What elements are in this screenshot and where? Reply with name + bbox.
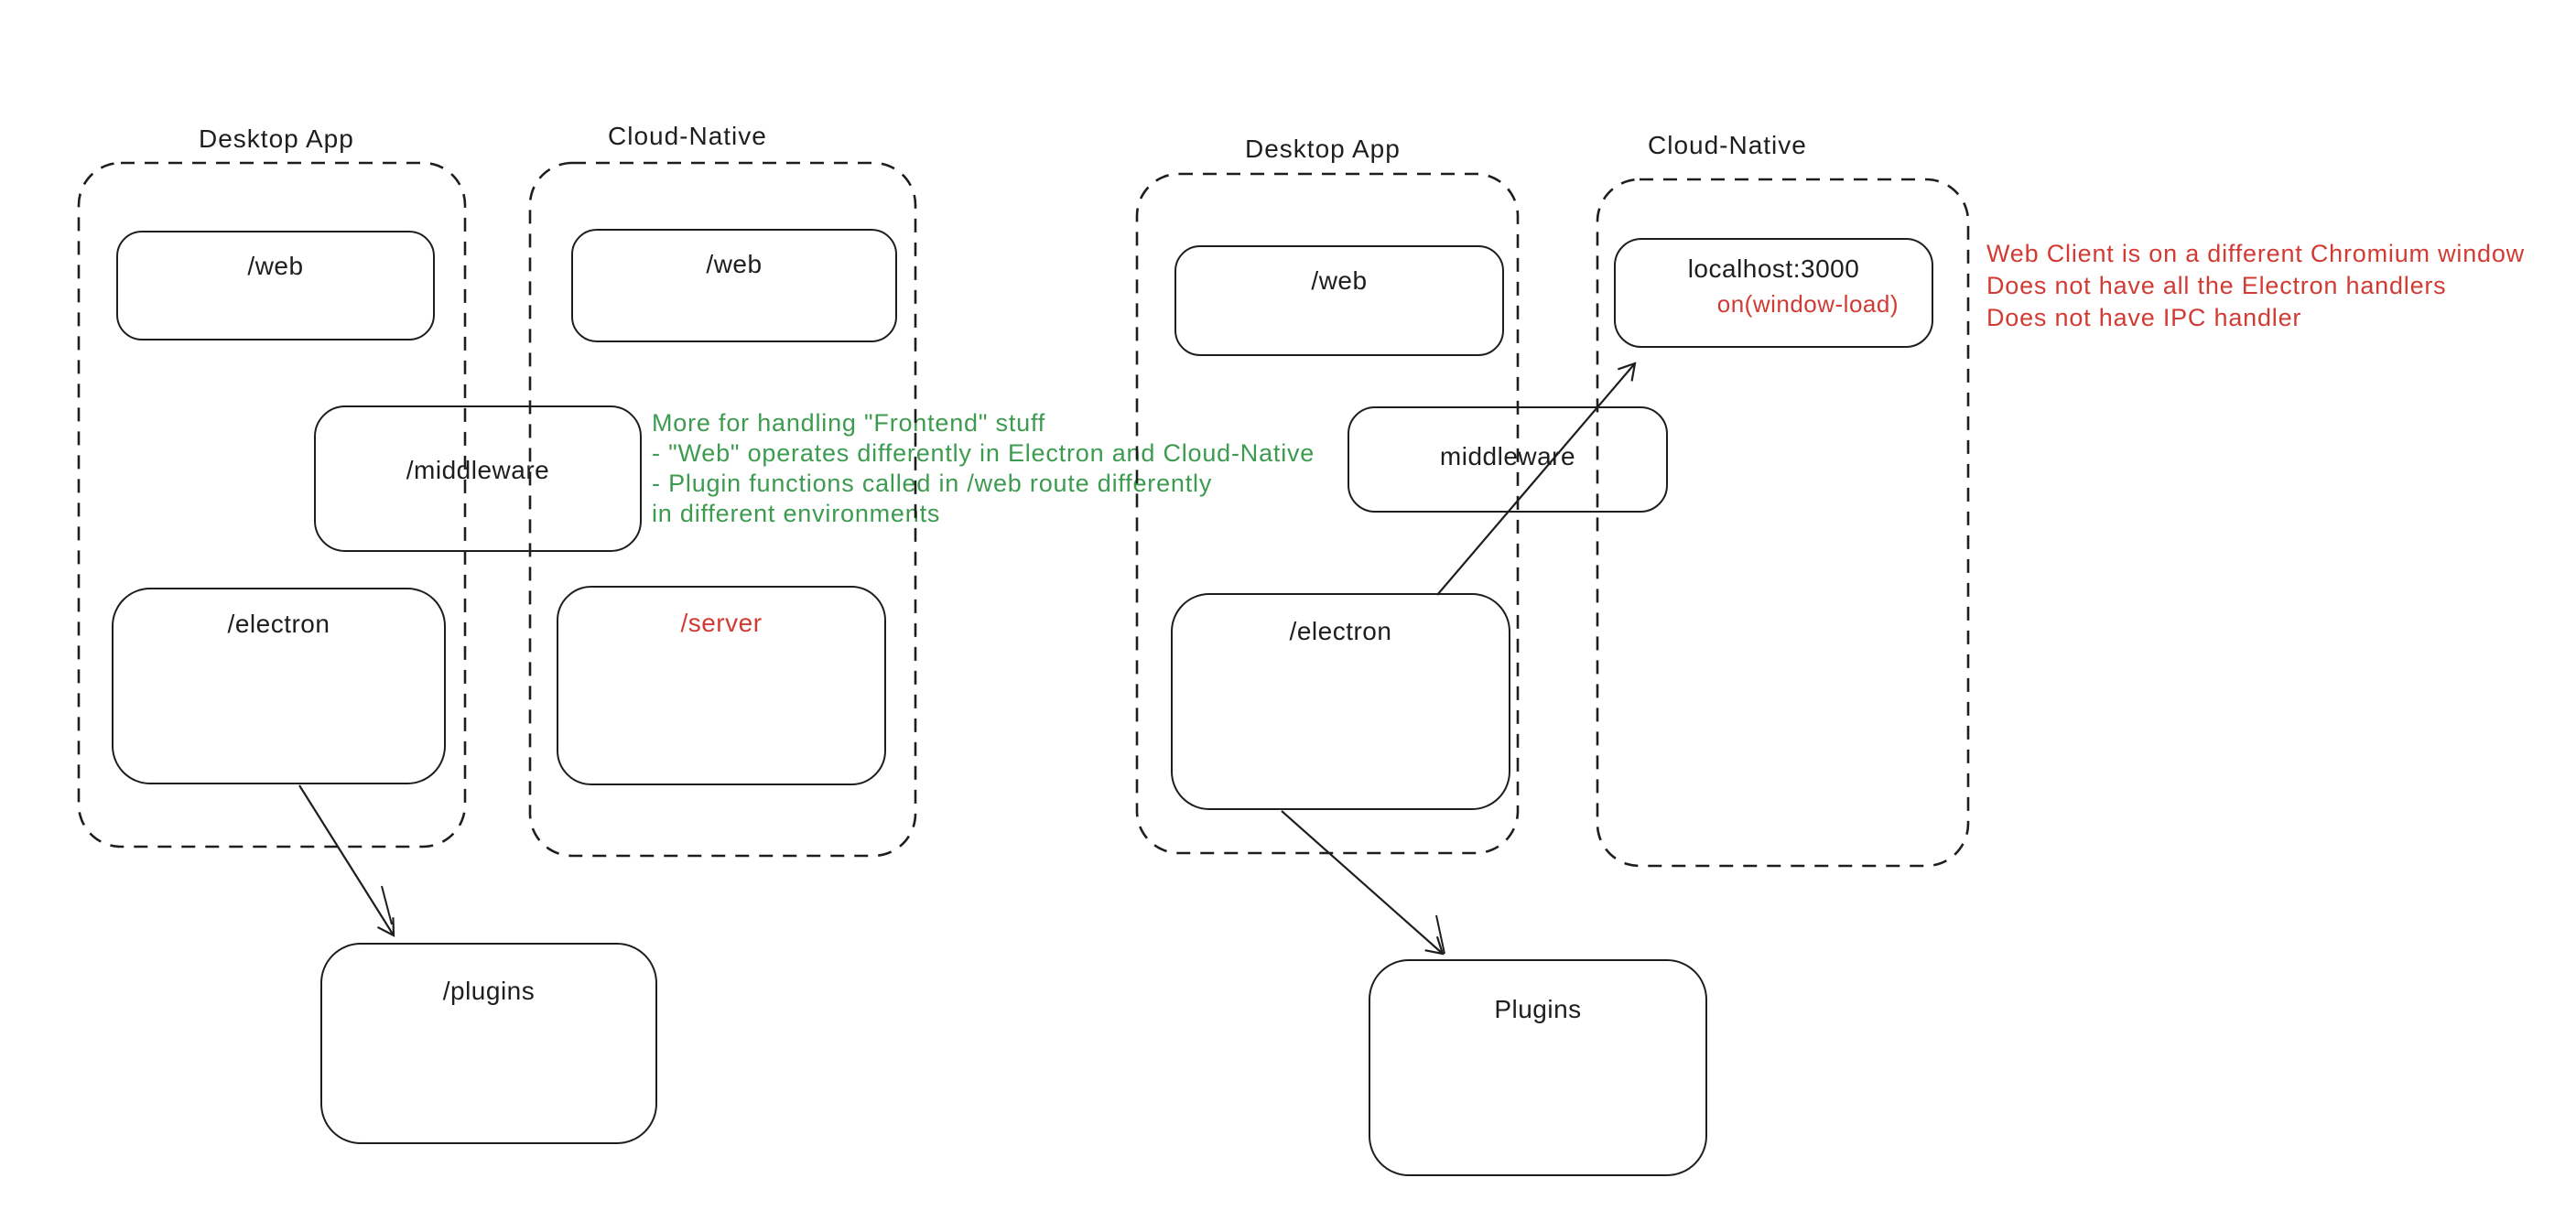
right-web-label: /web xyxy=(1311,266,1368,295)
left-cloud-web-box: /web xyxy=(571,229,897,342)
right-desktop-app-label: Desktop App xyxy=(1245,135,1401,163)
window-load-event-label: on(window-load) xyxy=(1716,290,1899,318)
electron-to-plugins-arrow-right xyxy=(1281,810,1445,956)
right-middleware-label: middleware xyxy=(1439,442,1576,470)
left-web-label: /web xyxy=(247,252,304,280)
right-plugins-box: Plugins xyxy=(1369,959,1707,1176)
left-middleware-box: /middleware xyxy=(314,405,642,552)
note-line: Does not have all the Electron handlers xyxy=(1986,272,2447,299)
localhost-box: localhost:3000 on(window-load) xyxy=(1614,238,1933,348)
left-electron-box: /electron xyxy=(112,588,446,784)
localhost-title: localhost:3000 xyxy=(1687,254,1860,283)
note-line: in different environments xyxy=(652,500,941,527)
electron-to-plugins-arrow-left xyxy=(298,784,395,937)
arrowhead-sketch-tick-right xyxy=(1435,914,1445,955)
left-server-label: /server xyxy=(680,609,763,637)
note-line: - Plugin functions called in /web route … xyxy=(652,470,1213,497)
web-client-note: Web Client is on a different Chromium wi… xyxy=(1986,238,2525,334)
note-line: - "Web" operates differently in Electron… xyxy=(652,439,1315,467)
arrowhead-sketch-tick-left xyxy=(381,885,393,925)
right-web-box: /web xyxy=(1174,245,1504,356)
left-plugins-label: /plugins xyxy=(442,977,536,1005)
note-line: Does not have IPC handler xyxy=(1986,304,2302,331)
right-electron-label: /electron xyxy=(1289,617,1392,645)
left-cloud-web-label: /web xyxy=(706,250,763,278)
left-desktop-app-label: Desktop App xyxy=(199,124,354,153)
right-cloud-native-label: Cloud-Native xyxy=(1648,131,1807,159)
left-web-box: /web xyxy=(116,231,435,340)
right-plugins-label: Plugins xyxy=(1494,995,1582,1023)
right-middleware-box: middleware xyxy=(1348,406,1668,513)
left-plugins-box: /plugins xyxy=(320,943,657,1144)
left-cloud-native-label: Cloud-Native xyxy=(608,122,767,150)
note-line: More for handling "Frontend" stuff xyxy=(652,409,1046,437)
left-server-box: /server xyxy=(557,586,886,785)
right-electron-box: /electron xyxy=(1171,593,1510,810)
left-electron-label: /electron xyxy=(227,610,330,638)
frontend-note: More for handling "Frontend" stuff - "We… xyxy=(652,408,1315,529)
left-middleware-label: /middleware xyxy=(406,456,550,484)
note-line: Web Client is on a different Chromium wi… xyxy=(1986,240,2525,267)
